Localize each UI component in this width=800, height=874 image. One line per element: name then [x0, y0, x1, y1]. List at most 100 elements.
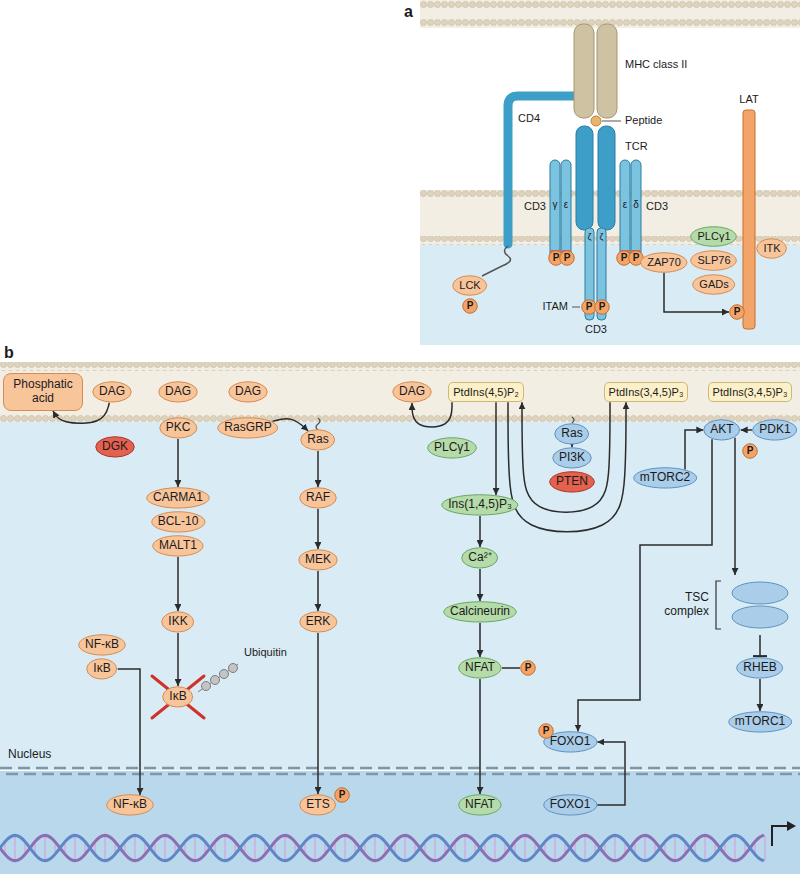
node-text: ITK: [763, 242, 780, 255]
protein-ellipse: ETS: [299, 794, 336, 816]
signal-arrow: [741, 429, 753, 431]
dna-rung: [434, 835, 436, 861]
pi3k-pathway-ellipse: AKT: [703, 419, 740, 441]
node-text: PLCγ1: [434, 441, 470, 455]
pi3k-pathway-ellipse: mTORC1: [728, 711, 792, 733]
protein-ellipse: PKC: [159, 417, 198, 439]
nucleus-ground: [0, 771, 800, 874]
part-label: ITAM: [543, 300, 568, 313]
node-text: P: [734, 307, 741, 317]
protein-ellipse: IKK: [161, 611, 194, 633]
protein-ellipse: DAG: [228, 381, 268, 403]
phosphate-circle: P: [729, 304, 745, 320]
protein-ellipse: ERK: [299, 611, 338, 633]
protein-ellipse: RAF: [299, 487, 337, 509]
node-text: RasGRP: [224, 421, 271, 435]
calcium-pathway-ellipse: NFAT: [458, 794, 502, 816]
protein-ellipse: MALT1: [152, 535, 204, 557]
protein-ellipse: SLP76: [690, 250, 737, 271]
node-text: mTORC1: [735, 715, 785, 729]
dna-rung: [254, 835, 256, 861]
part-label: ζ: [588, 232, 592, 242]
node-text: CARMA1: [153, 491, 203, 505]
protein-ellipse: ITK: [756, 238, 787, 259]
dna-rung: [344, 835, 346, 861]
node-text: MALT1: [159, 539, 197, 553]
node-text: mTORC2: [640, 471, 690, 485]
node-text: DAG: [165, 385, 191, 399]
dna-rung: [44, 835, 46, 861]
peptide: [591, 116, 601, 126]
cd3-chains: [550, 160, 641, 320]
node-text: Ca²⁺: [468, 551, 491, 565]
phosphate-circle: P: [520, 660, 536, 676]
node-text: LAT: [739, 92, 758, 106]
node-text: FOXO1: [550, 735, 591, 749]
node-text: PTEN: [556, 475, 588, 489]
protein-ellipse: GADs: [692, 274, 735, 295]
cytoplasm: [0, 422, 800, 770]
dna-rung: [704, 835, 706, 861]
node-text: IKK: [168, 615, 187, 629]
signal-arrow: [412, 402, 452, 427]
phosphate-circle: P: [559, 250, 575, 266]
calcium-pathway-ellipse: Ca²⁺: [461, 547, 498, 569]
dna-rung: [674, 835, 676, 861]
node-text: Ras: [561, 427, 582, 441]
mhc-class-ii: [574, 24, 617, 118]
signal-arrow: [522, 402, 610, 512]
calcium-pathway-ellipse: PLCγ1: [427, 437, 477, 459]
pi3k-pathway-ellipse: mTORC2: [633, 467, 697, 489]
node-text: PLCγ1: [697, 230, 730, 243]
signal-arrow: [177, 633, 179, 686]
signal-arrow: [502, 667, 520, 669]
node-text: P: [633, 253, 640, 263]
signal-arrow: [479, 516, 481, 547]
part-label: Nucleus: [8, 748, 51, 762]
signal-arrow: [597, 742, 625, 805]
leader-line: [602, 121, 621, 122]
dna-strand: [0, 835, 764, 861]
lipid-box: PtdIns(4,5)P₂: [448, 382, 523, 403]
panel-letter: b: [4, 344, 14, 362]
dna-rung: [404, 835, 406, 861]
node-text: PtdIns(4,5)P₂: [453, 386, 518, 399]
pi3k-pathway-ellipse: PI3K: [552, 447, 592, 469]
signal-arrow: [495, 402, 497, 495]
node-text: RHEB: [743, 661, 776, 675]
dna-rung: [554, 835, 556, 861]
dna-rung: [494, 835, 496, 861]
dna-rung: [104, 835, 106, 861]
dna-rung: [734, 835, 736, 861]
transcription-arrow: [772, 826, 788, 846]
node-text: IκB: [169, 690, 186, 704]
node-text: P: [553, 253, 560, 263]
tcr: [576, 126, 615, 230]
protein-ellipse: DAG: [158, 381, 198, 403]
part-label: ε: [623, 199, 627, 211]
inhibitor-ellipse: DGK: [95, 436, 135, 458]
dna-rung: [14, 835, 16, 861]
node-text: Ras: [307, 433, 328, 447]
dna-rung: [374, 835, 376, 861]
dna-rung: [164, 835, 166, 861]
inhibitor-ellipse: PTEN: [549, 471, 595, 493]
lipid-box: PtdIns(3,4,5)P₃: [708, 382, 793, 403]
node-text: AKT: [710, 423, 733, 437]
pi3k-pathway-ellipse: FOXO1: [543, 794, 598, 816]
node-text: P: [564, 253, 571, 263]
dna-rung: [524, 835, 526, 861]
phosphate-circle: P: [462, 298, 478, 314]
pi3k-pathway-ellipse: Ras: [554, 423, 589, 445]
node-text: PtdIns(3,4,5)P₃: [609, 386, 684, 399]
node-text: PDK1: [759, 423, 790, 437]
node-text: P: [586, 302, 593, 312]
lipid-box: Phosphatic acid: [3, 373, 83, 411]
calcium-pathway-ellipse: PLCγ1: [690, 226, 737, 247]
protein-ellipse: DAG: [392, 381, 432, 403]
protein-ellipse: NF-κB: [78, 634, 126, 656]
calcium-pathway-ellipse: Calcineurin: [443, 601, 517, 623]
node-text: Calcineurin: [450, 605, 510, 619]
signal-arrow: [177, 439, 179, 487]
